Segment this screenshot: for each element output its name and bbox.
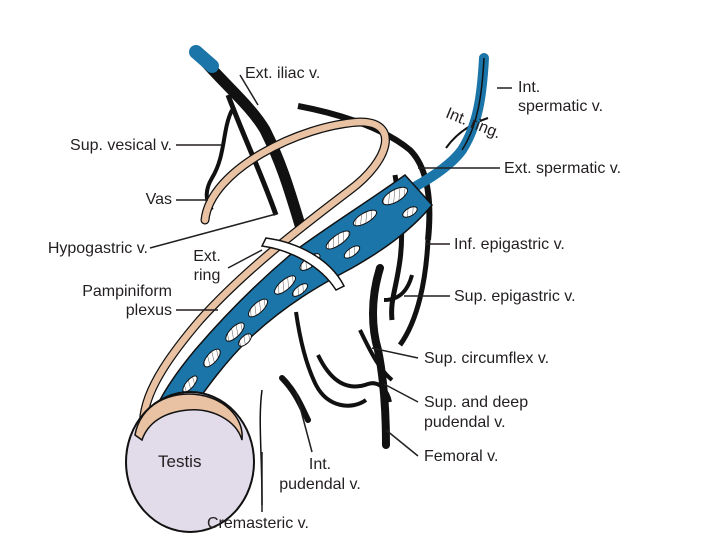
label-ext-spermatic: Ext. spermatic v. <box>504 160 622 177</box>
label-femoral: Femoral v. <box>424 448 499 465</box>
label-ext-ring-1: Ext. <box>193 248 221 265</box>
label-ext-iliac: Ext. iliac v. <box>245 65 321 82</box>
label-pampiniform-1: Pampiniform <box>82 283 172 300</box>
label-sup-vesical: Sup. vesical v. <box>70 137 172 154</box>
label-sup-circumflex: Sup. circumflex v. <box>424 350 550 367</box>
label-pampiniform-2: plexus <box>125 302 172 319</box>
ext-iliac-vein <box>189 45 306 231</box>
label-hypogastric: Hypogastric v. <box>47 240 148 257</box>
leader-lines <box>149 74 512 512</box>
label-int-spermatic-2: spermatic v. <box>518 98 604 115</box>
label-sup-epigastric: Sup. epigastric v. <box>454 288 576 305</box>
label-sup-deep-pudendal-1: Sup. and deep <box>424 394 529 411</box>
label-testis: Testis <box>158 452 202 471</box>
label-int-pudendal-1: Int. <box>308 456 332 473</box>
int-pudendal-vein <box>279 375 311 423</box>
label-int-pudendal-2: pudendal v. <box>279 476 361 493</box>
label-inf-epigastric: Inf. epigastric v. <box>454 236 565 253</box>
external-ring <box>260 237 346 291</box>
label-sup-deep-pudendal-2: pudendal v. <box>424 414 506 431</box>
label-int-spermatic-1: Int. <box>518 79 541 96</box>
testis <box>125 391 255 533</box>
label-vas: Vas <box>145 191 172 208</box>
label-ext-ring-2: ring <box>193 267 221 284</box>
internal-ring <box>445 117 489 149</box>
label-cremasteric: Cremasteric v. <box>207 515 309 532</box>
